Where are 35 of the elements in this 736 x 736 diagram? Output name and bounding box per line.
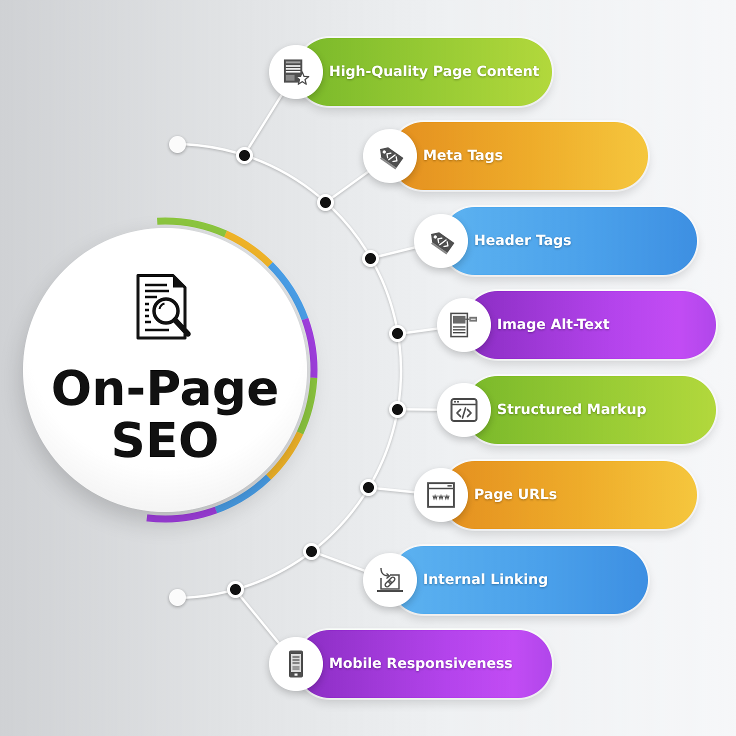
timeline-dot xyxy=(236,146,253,164)
topic-label: Meta Tags xyxy=(423,147,503,165)
timeline-arc xyxy=(250,156,321,198)
hub-title: On-Page SEO xyxy=(50,363,280,467)
timeline-end-dot xyxy=(168,136,186,153)
topic-label: High-Quality Page Content xyxy=(329,63,540,81)
timeline-arc xyxy=(374,264,398,327)
timeline-arc xyxy=(317,494,366,548)
timeline-dot xyxy=(317,194,334,211)
timeline-dot xyxy=(389,325,406,342)
timeline-arc xyxy=(398,341,402,402)
topic-label: Image Alt-Text xyxy=(497,316,610,334)
leader-line xyxy=(332,170,370,199)
leader-line xyxy=(239,595,280,644)
timeline-arc xyxy=(184,143,238,154)
topic-label: Structured Markup xyxy=(497,401,646,419)
leader-line xyxy=(247,94,283,150)
timeline-end-dot xyxy=(168,589,186,606)
timeline-arc xyxy=(330,206,368,252)
leader-line xyxy=(376,487,416,494)
topic-label: Header Tags xyxy=(474,232,572,250)
leader-line xyxy=(318,553,366,572)
timeline-dot xyxy=(303,542,320,560)
leader-line xyxy=(378,246,416,258)
timeline-arc xyxy=(242,555,306,588)
topic-label: Page URLs xyxy=(474,486,558,504)
timeline-arc xyxy=(372,416,398,482)
timeline-dot xyxy=(226,581,244,598)
timeline-arc xyxy=(184,590,228,599)
leader-line xyxy=(405,327,438,334)
timeline-dot xyxy=(360,479,378,496)
timeline-dot xyxy=(389,400,406,418)
timeline-dot xyxy=(362,250,380,267)
topic-label: Mobile Responsiveness xyxy=(329,655,513,673)
topic-label: Internal Linking xyxy=(423,571,548,589)
